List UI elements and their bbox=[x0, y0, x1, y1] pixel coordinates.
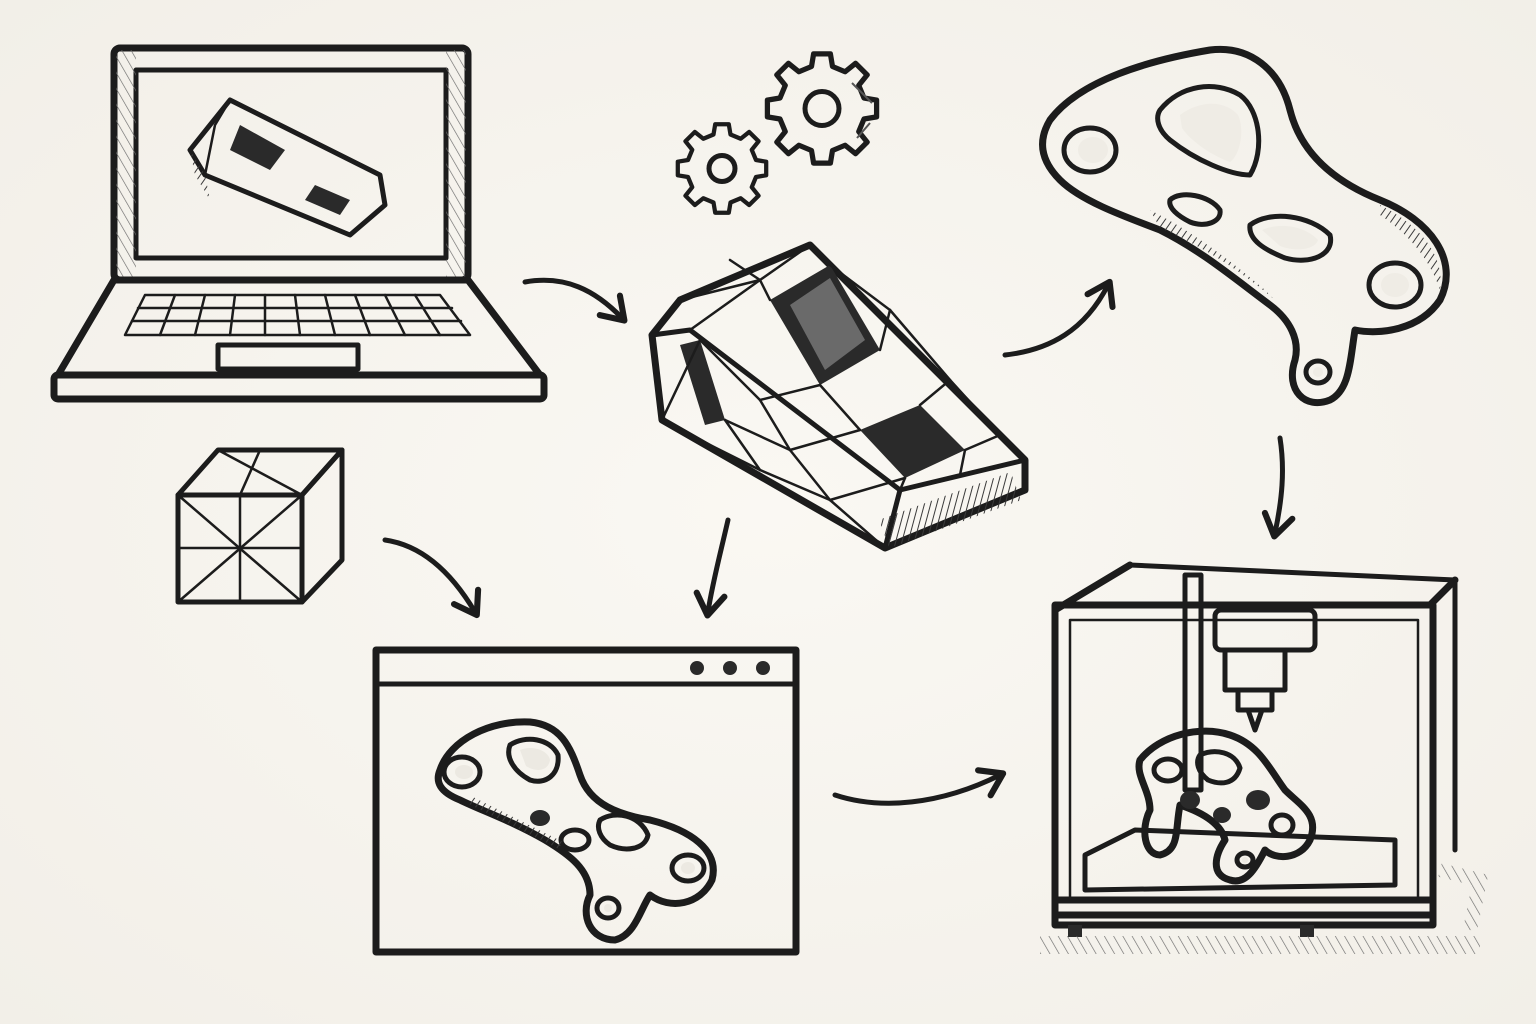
connector-arrows bbox=[382, 277, 1296, 806]
window-controls bbox=[690, 661, 770, 675]
arrow-cube-to-window bbox=[382, 537, 482, 619]
arrow-mesh-to-bracket bbox=[1002, 278, 1116, 358]
arrow-mesh-to-window bbox=[693, 517, 731, 619]
gears-icon bbox=[675, 51, 880, 215]
touchpad bbox=[215, 342, 361, 372]
arrow-window-to-printer bbox=[832, 767, 1007, 806]
mesh-model-icon bbox=[648, 241, 1029, 552]
3d-printer-icon bbox=[1040, 561, 1489, 954]
bracket-icon bbox=[1039, 45, 1450, 407]
arrow-bracket-to-printer bbox=[1261, 435, 1296, 540]
extruder-carriage bbox=[1212, 607, 1318, 653]
cad-model-on-screen bbox=[187, 97, 388, 238]
keyboard bbox=[123, 293, 472, 337]
printed-bracket bbox=[1135, 727, 1317, 885]
bracket-preview bbox=[434, 718, 717, 944]
arrow-laptop-to-mesh bbox=[522, 277, 628, 324]
app-window-icon bbox=[372, 646, 800, 956]
laptop-icon bbox=[50, 44, 548, 403]
window-title-bar bbox=[373, 647, 799, 687]
wireframe-cube-icon bbox=[175, 447, 345, 605]
nozzle bbox=[1245, 707, 1265, 733]
